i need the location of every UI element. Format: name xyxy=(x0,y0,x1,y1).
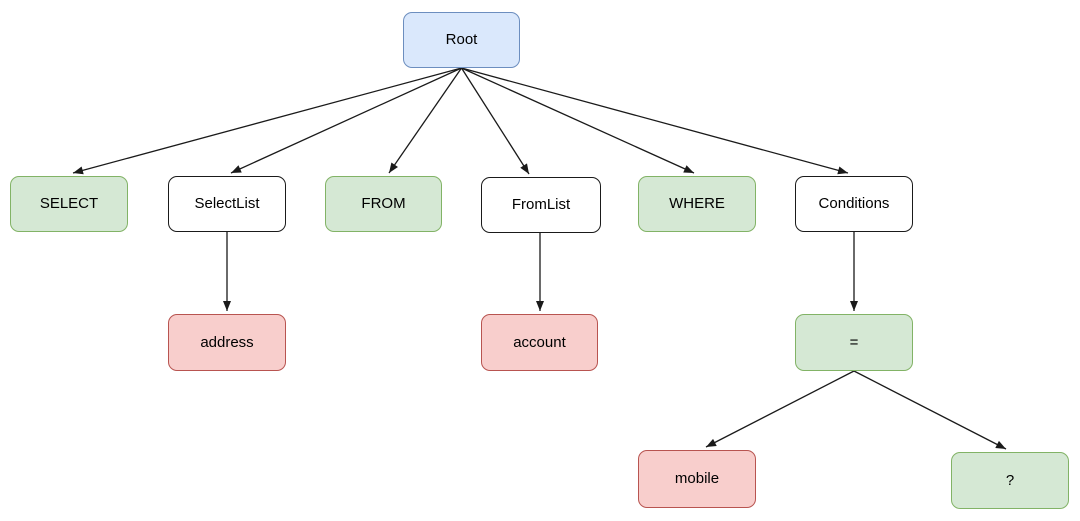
node-where: WHERE xyxy=(638,176,756,232)
edge-root-from xyxy=(388,67,463,174)
node-question: ? xyxy=(951,452,1069,509)
node-mobile: mobile xyxy=(638,450,756,508)
node-conditions: Conditions xyxy=(795,176,913,232)
node-address: address xyxy=(168,314,286,371)
edge-root-conditions xyxy=(461,67,849,175)
edge-root-selectlist xyxy=(230,67,462,174)
edge-equals-mobile xyxy=(705,370,855,448)
edge-root-fromlist xyxy=(460,67,530,175)
node-root: Root xyxy=(403,12,520,68)
edge-root-where xyxy=(461,67,695,174)
node-account: account xyxy=(481,314,598,371)
node-selectlist: SelectList xyxy=(168,176,286,232)
node-from: FROM xyxy=(325,176,442,232)
edge-equals-question xyxy=(853,370,1007,450)
node-equals: = xyxy=(795,314,913,371)
node-select: SELECT xyxy=(10,176,128,232)
edge-root-select xyxy=(72,67,462,175)
node-fromlist: FromList xyxy=(481,177,601,233)
